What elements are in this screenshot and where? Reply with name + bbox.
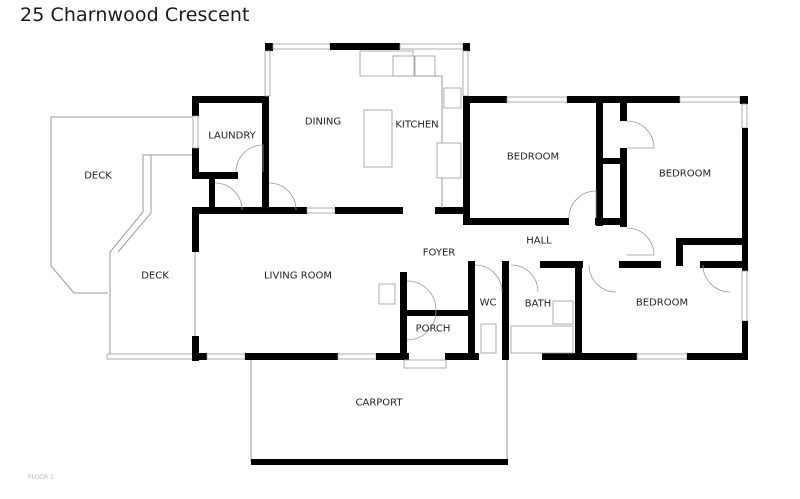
- room-living: LIVING ROOM: [263, 270, 333, 282]
- floor-label: FLOOR 1: [28, 474, 54, 481]
- room-deck-upper: DECK: [84, 170, 112, 182]
- room-bedroom-2: BEDROOM: [658, 168, 712, 180]
- laundry-walls: [192, 96, 269, 211]
- room-bedroom-3: BEDROOM: [635, 297, 689, 309]
- kitchen-walls: [264, 43, 478, 221]
- room-wc: WC: [479, 297, 497, 309]
- bedroom-walls: [463, 96, 748, 271]
- room-laundry: LAUNDRY: [208, 130, 256, 142]
- room-foyer: FOYER: [422, 247, 456, 259]
- room-hall: HALL: [526, 235, 552, 247]
- room-carport: CARPORT: [355, 397, 403, 409]
- living-walls: [192, 207, 475, 369]
- deck-outlines: [50, 116, 198, 360]
- bath-walls: [468, 261, 748, 360]
- room-deck-lower: DECK: [141, 270, 169, 282]
- room-kitchen: KITCHEN: [395, 119, 439, 131]
- carport-outline: [250, 357, 508, 465]
- plan-title: 25 Charnwood Crescent: [20, 4, 250, 26]
- room-bath: BATH: [524, 298, 552, 310]
- room-dining: DINING: [304, 116, 342, 128]
- room-bedroom-1: BEDROOM: [506, 151, 560, 163]
- room-porch: PORCH: [415, 323, 451, 335]
- laundry-doors: [214, 144, 297, 211]
